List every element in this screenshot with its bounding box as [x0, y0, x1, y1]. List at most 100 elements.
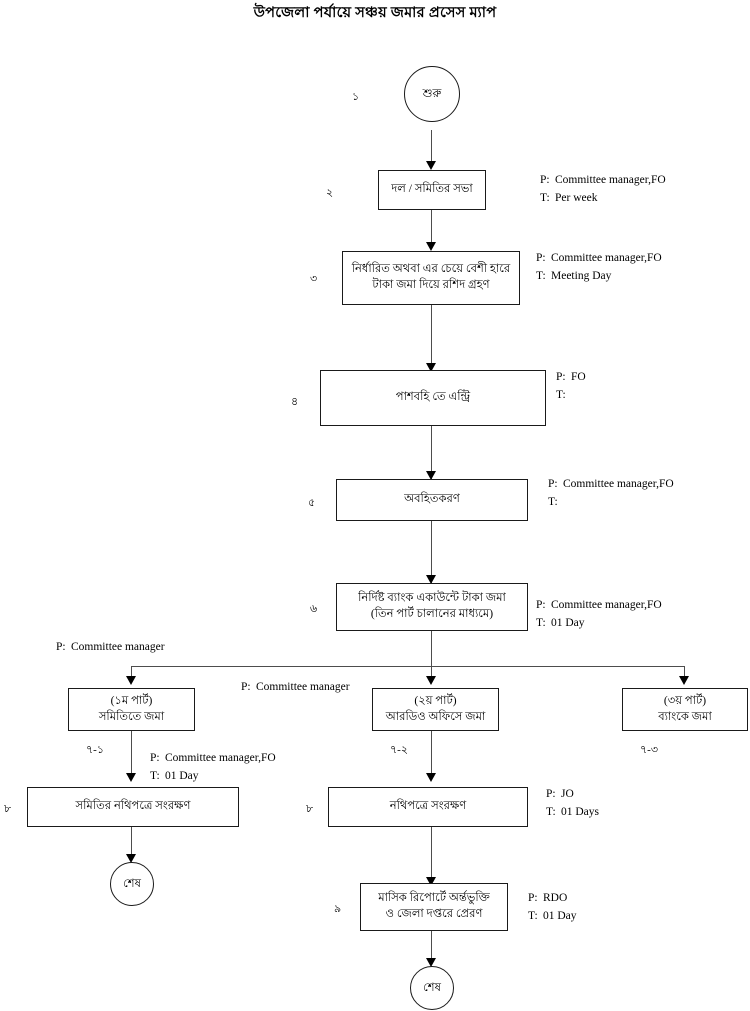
meta-step4: P: FO T:: [556, 369, 586, 405]
meta-step8-mid: P:JO T: 01 Days: [546, 786, 599, 822]
node-step8-mid-label: নথিপত্রে সংরক্ষণ: [389, 800, 467, 813]
meta-step8-mid-t-value: 01 Days: [561, 805, 600, 818]
meta-step9: P:RDO T: 01 Day: [528, 890, 577, 926]
node-branch-left-line2: সমিতিতে জমা: [98, 710, 165, 723]
node-step8-left[interactable]: সমিতির নথিপত্রে সংরক্ষণ: [27, 787, 239, 827]
meta-t-key: T:: [536, 269, 546, 282]
meta-step6-p-value: Committee manager,FO: [551, 599, 662, 611]
node-step3-line2: টাকা জমা দিয়ে রশিদ গ্রহণ: [372, 279, 490, 291]
meta-step8-left-p-value: Committee manager,FO: [165, 752, 276, 764]
meta-step6: P: Committee manager,FO T:01 Day: [536, 597, 662, 633]
meta-step8-left-p: P: Committee manager,FO: [150, 750, 276, 768]
connector-bus-right-leg: [684, 666, 686, 682]
node-start-label: শুরু: [422, 87, 442, 100]
meta-t-key: T:: [528, 909, 538, 922]
connector-step8mid-to-step9: [431, 827, 433, 883]
meta-t-key: T:: [540, 191, 550, 204]
meta-step8-left-t: T:01 Day: [150, 768, 276, 786]
meta-step3-p: P:Committee manager,FO: [536, 250, 662, 268]
meta-step2: P:Committee manager,FO T:Per week: [540, 172, 666, 208]
meta-t-key: T:: [536, 616, 546, 629]
connector-step8left-to-endleft: [131, 827, 133, 859]
node-end-left-label: শেষ: [123, 877, 141, 890]
meta-step5-p-value: Committee manager,FO: [563, 478, 674, 490]
connector-step6-to-bus: [431, 631, 433, 667]
meta-p-key: P:: [536, 252, 546, 264]
step-number-2: ২: [326, 187, 334, 199]
node-end-left[interactable]: শেষ: [110, 862, 154, 906]
arrowhead-end-left: [126, 854, 136, 863]
meta-step8-mid-t: T: 01 Days: [546, 804, 599, 822]
meta-p-key: P:: [150, 752, 160, 764]
node-step3[interactable]: নির্ধারিত অথবা এর চেয়ে বেশী হারে টাকা জ…: [342, 251, 520, 305]
connector-bus-mid-leg: [431, 666, 433, 682]
node-step8-left-label: সমিতির নথিপত্রে সংরক্ষণ: [75, 800, 191, 813]
meta-step9-t: T: 01 Day: [528, 908, 577, 926]
node-start[interactable]: শুরু: [404, 66, 460, 122]
node-step8-mid[interactable]: নথিপত্রে সংরক্ষণ: [328, 787, 528, 827]
connector-step4-to-step5: [431, 426, 433, 479]
meta-p-key: P:: [56, 641, 66, 653]
connector-bus-left-leg: [131, 666, 133, 682]
node-step6-line1: নির্দিষ্ট ব্যাংক একাউন্টে টাকা জমা: [358, 592, 506, 605]
node-step3-line1: নির্ধারিত অথবা এর চেয়ে বেশী হারে: [351, 263, 511, 276]
node-branch-mid[interactable]: (২য় পার্ট) আরডিও অফিসে জমা: [372, 688, 499, 731]
meta-step2-t-value: Per week: [555, 191, 598, 204]
step-number-8-left: ৮: [4, 803, 12, 815]
meta-step9-t-value: 01 Day: [543, 909, 577, 922]
meta-step5: P:Committee manager,FO T:: [548, 476, 674, 512]
meta-step6-t: T:01 Day: [536, 615, 662, 633]
node-step2[interactable]: দল / সমিতির সভা: [378, 170, 486, 210]
node-branch-right[interactable]: (৩য় পার্ট) ব্যাংকে জমা: [622, 688, 748, 731]
connector-split-bus: [131, 666, 685, 668]
node-step5[interactable]: অবহিতকরণ: [336, 479, 528, 521]
meta-step4-p-value: FO: [571, 371, 586, 383]
meta-p-key: P:: [536, 599, 546, 611]
meta-step5-t: T:: [548, 494, 674, 512]
step-number-3: ৩: [310, 273, 318, 285]
step-number-7-3: ৭-৩: [640, 744, 658, 756]
step-number-8-mid: ৮: [306, 803, 314, 815]
meta-branch-left-p-value: Committee manager: [71, 641, 165, 653]
node-end-mid-label: শেষ: [423, 981, 441, 994]
arrowhead-step8-mid: [426, 773, 436, 782]
meta-p-key: P:: [540, 174, 550, 186]
meta-p-key: P:: [241, 681, 251, 693]
connector-start-to-step2: [431, 130, 433, 168]
node-step5-label: অবহিতকরণ: [404, 493, 460, 506]
arrowhead-step2: [426, 161, 436, 170]
meta-step3-t: T:Meeting Day: [536, 268, 662, 286]
node-step9[interactable]: মাসিক রিপোর্টে অর্ন্তভুক্তি ও জেলা দপ্তর…: [360, 883, 508, 931]
connector-branchleft-to-step8left: [131, 731, 133, 779]
meta-step8-mid-p: P:JO: [546, 786, 599, 804]
meta-p-key: P:: [528, 892, 538, 904]
meta-branch-mid-p: P: Committee manager: [241, 679, 350, 697]
node-step4[interactable]: পাশবহি তে এন্ট্রি: [320, 370, 546, 426]
node-branch-mid-line1: (২য় পার্ট): [414, 694, 457, 707]
meta-t-key: T:: [546, 805, 556, 818]
step-number-1: ১: [352, 91, 360, 103]
meta-step8-left: P: Committee manager,FO T:01 Day: [150, 750, 276, 786]
node-step4-label: পাশবহি তে এন্ট্রি: [395, 391, 471, 404]
meta-step4-p: P: FO: [556, 369, 586, 387]
connector-step2-to-step3: [431, 210, 433, 249]
node-branch-right-line2: ব্যাংকে জমা: [658, 710, 712, 723]
meta-step9-p: P:RDO: [528, 890, 577, 908]
meta-step4-t: T:: [556, 387, 586, 405]
connector-branchmid-to-step8mid: [431, 731, 433, 779]
meta-p-key: P:: [556, 371, 566, 383]
node-branch-left[interactable]: (১ম পার্ট) সমিতিতে জমা: [68, 688, 195, 731]
arrowhead-branch-right: [679, 676, 689, 685]
meta-branch-mid: P: Committee manager: [241, 679, 350, 697]
meta-branch-mid-p-value: Committee manager: [256, 681, 350, 693]
arrowhead-step6: [426, 575, 436, 584]
page-title: উপজেলা পর্যায়ে সঞ্চয় জমার প্রসেস ম্যাপ: [253, 5, 497, 21]
node-step6[interactable]: নির্দিষ্ট ব্যাংক একাউন্টে টাকা জমা (তিন …: [336, 583, 528, 631]
node-branch-left-line1: (১ম পার্ট): [110, 694, 153, 707]
node-end-mid[interactable]: শেষ: [410, 966, 454, 1010]
connector-step5-to-step6: [431, 521, 433, 583]
step-number-7-2: ৭-২: [390, 744, 408, 756]
arrowhead-step5: [426, 471, 436, 480]
connector-step9-to-endmid: [431, 931, 433, 964]
